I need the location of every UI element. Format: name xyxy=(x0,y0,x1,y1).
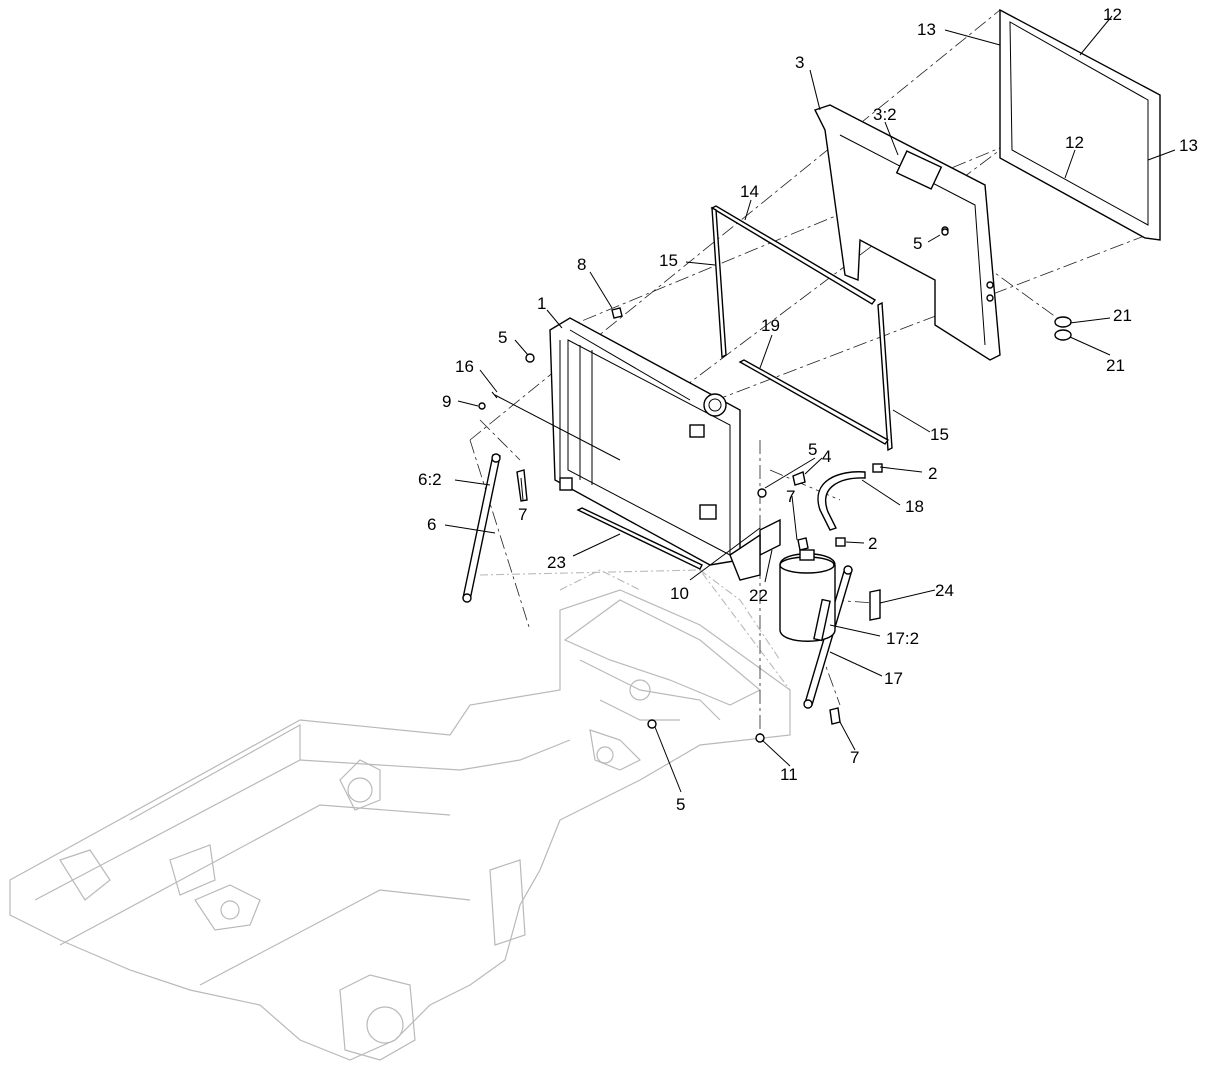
callout-8: 8 xyxy=(577,255,586,274)
callout-labels: 12 13 3 3:2 12 13 14 15 5 8 1 5 19 21 21… xyxy=(418,5,1198,814)
callout-23: 23 xyxy=(547,553,566,572)
callout-16: 16 xyxy=(455,357,474,376)
callout-19: 19 xyxy=(761,316,780,335)
callout-12-mid: 12 xyxy=(1065,133,1084,152)
callout-17: 17 xyxy=(884,669,903,688)
callout-10: 10 xyxy=(670,584,689,603)
callout-11: 11 xyxy=(780,765,798,784)
callout-7-left: 7 xyxy=(518,505,527,524)
screen-frame xyxy=(999,8,1161,241)
callout-22: 22 xyxy=(749,586,768,605)
callout-18: 18 xyxy=(905,497,924,516)
callout-3-2: 3:2 xyxy=(873,105,897,124)
callout-5-center: 5 xyxy=(808,440,817,459)
callout-21-lower: 21 xyxy=(1106,356,1125,375)
callout-2-upper: 2 xyxy=(928,464,937,483)
callout-13-top: 13 xyxy=(917,20,936,39)
leader-lines xyxy=(444,15,1176,793)
vehicle-frame xyxy=(9,569,791,1061)
callout-7-bottom: 7 xyxy=(850,748,859,767)
seals xyxy=(576,205,893,570)
callout-21-upper: 21 xyxy=(1113,306,1132,325)
callout-3: 3 xyxy=(795,53,804,72)
radiator xyxy=(549,317,741,566)
callout-1: 1 xyxy=(537,294,546,313)
callout-24: 24 xyxy=(935,581,954,600)
callout-2-lower: 2 xyxy=(868,534,877,553)
callout-7-center: 7 xyxy=(786,487,795,506)
fan-shroud xyxy=(814,104,1001,361)
callout-15-right: 15 xyxy=(930,425,949,444)
callout-6-2: 6:2 xyxy=(418,470,442,489)
callout-17-2: 17:2 xyxy=(886,629,919,648)
callout-12-top: 12 xyxy=(1103,5,1122,24)
overflow-tank xyxy=(779,463,883,642)
callout-13-right: 13 xyxy=(1179,136,1198,155)
callout-9: 9 xyxy=(442,392,451,411)
callout-5-shroud: 5 xyxy=(913,234,922,253)
callout-14: 14 xyxy=(740,182,759,201)
callout-5-frame: 5 xyxy=(676,795,685,814)
callout-4: 4 xyxy=(822,447,831,466)
callout-6: 6 xyxy=(427,515,436,534)
hardware xyxy=(478,228,1072,743)
callout-15-left: 15 xyxy=(659,251,678,270)
callout-5-radiator: 5 xyxy=(498,328,507,347)
